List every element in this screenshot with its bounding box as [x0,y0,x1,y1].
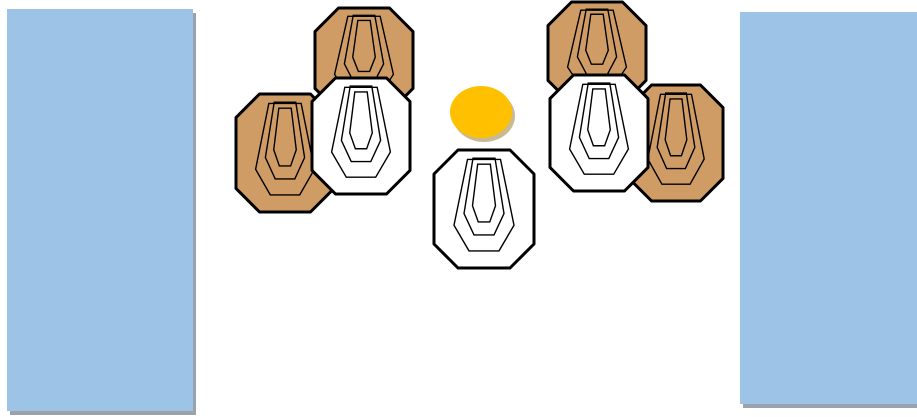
left-barrier-panel [7,9,196,415]
right-barrier-panel [740,12,917,408]
white-target-left [312,78,410,194]
white-target-right [550,75,648,191]
panel-fill [7,9,193,411]
white-target-center [434,150,534,268]
coin-icon [450,86,512,138]
yellow-disc [450,86,515,142]
panel-fill [740,12,917,404]
